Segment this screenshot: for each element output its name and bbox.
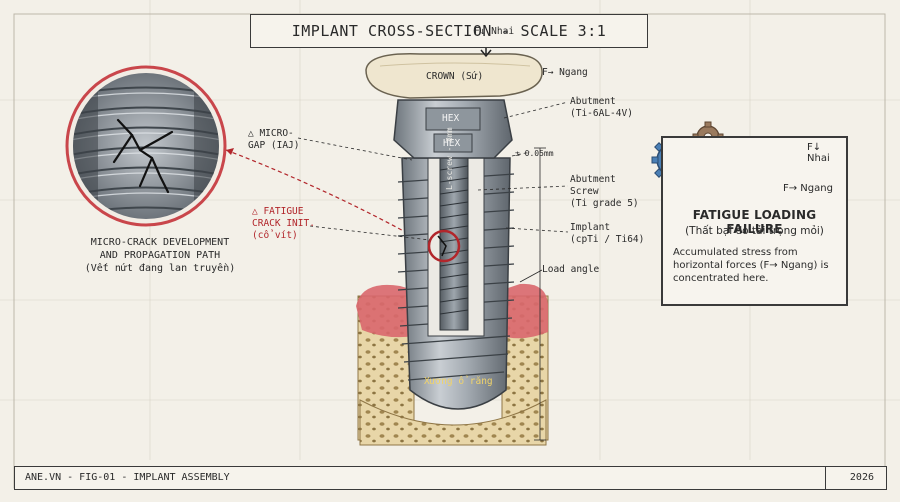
abutment xyxy=(393,99,513,159)
dimension-line xyxy=(534,147,546,441)
crown-label: CROWN (Sứ) xyxy=(426,71,484,82)
panel-title: FATIGUE LOADING FAILURE xyxy=(692,208,817,236)
micro-crack-zoom xyxy=(65,65,227,227)
page-title: IMPLANT CROSS-SECTION - SCALE 3:1 xyxy=(250,14,648,48)
fatigue-info-panel: F↓ Nhai F→ Ngang FATIGUE LOADING FAILURE… xyxy=(661,136,848,306)
load-angle-label: Load angle xyxy=(542,264,600,275)
micro-gap-label: △ MICRO- GAP (IAJ) xyxy=(248,128,300,151)
footer-bar: ANE.VN - FIG-01 - IMPLANT ASSEMBLY 2026 xyxy=(14,466,887,490)
implant-label: Implant (cpTi / Ti64) xyxy=(570,222,645,245)
gum-tissue xyxy=(356,283,548,339)
tolerance-label: ± 0.05mm xyxy=(515,149,554,158)
hex-label-top: HEX xyxy=(442,113,460,124)
crown xyxy=(365,53,543,99)
bone-label: Xương ổ răng xyxy=(424,376,493,387)
crack-highlight-circle xyxy=(427,229,461,263)
zoom-caption-line2: AND PROPAGATION PATH xyxy=(99,250,221,261)
fatigue-crack-label: △ FATIGUE CRACK INIT. (cổ vít) xyxy=(252,206,315,241)
panel-body: Accumulated stress from horizontal force… xyxy=(673,247,829,284)
screw-dimension-label: L-screw - 8mm xyxy=(445,127,454,190)
hex-label-bottom: HEX xyxy=(443,138,461,149)
zoom-caption-line3: (Vết nứt đang lan truyền) xyxy=(84,263,236,274)
panel-subtitle: (Thất bại do tải trọng mỏi) xyxy=(685,225,824,237)
zoom-caption: MICRO-CRACK DEVELOPMENT AND PROPAGATION … xyxy=(60,236,260,275)
footer-divider xyxy=(824,467,826,489)
force-horizontal-label: F→ Ngang xyxy=(542,67,588,78)
leader-lines xyxy=(297,101,569,241)
panel-force-vertical: F↓ Nhai xyxy=(807,142,830,164)
abutment-screw-label: Abutment Screw (Ti grade 5) xyxy=(570,174,639,209)
abutment-label: Abutment (Ti-6AL-4V) xyxy=(570,96,633,119)
abutment-screw xyxy=(439,149,469,331)
force-vertical-label: F↓ Nhai xyxy=(474,26,515,37)
footer-year: 2026 xyxy=(849,472,874,483)
zoom-caption-line1: MICRO-CRACK DEVELOPMENT xyxy=(90,237,230,248)
panel-force-horizontal: F→ Ngang xyxy=(783,183,833,194)
footer-figure-id: ANE.VN - FIG-01 - IMPLANT ASSEMBLY xyxy=(25,472,230,483)
